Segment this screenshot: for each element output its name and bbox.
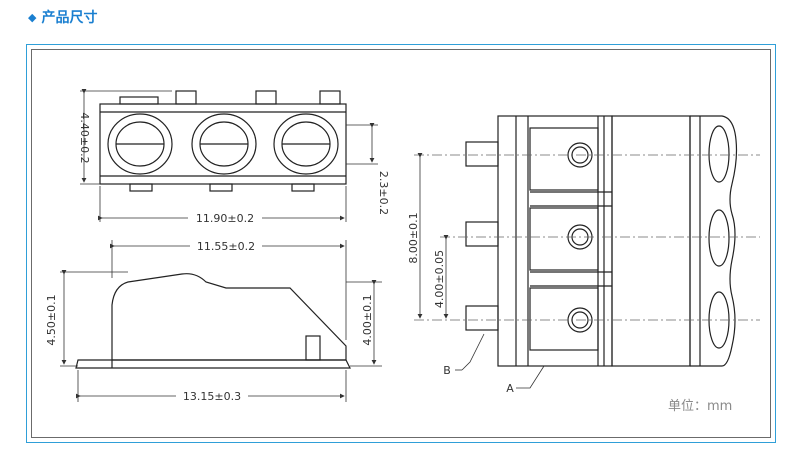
- screw-hole-1: [107, 113, 173, 175]
- dim-top-width: 11.90±0.2: [196, 212, 254, 225]
- dim-right-pitch: 4.00±0.05: [433, 250, 446, 308]
- screw-hole-2: [191, 113, 257, 175]
- section-title: 产品尺寸: [41, 10, 98, 26]
- label-b: B: [443, 364, 451, 377]
- top-view: [99, 90, 347, 192]
- dim-right-pitch-total: 8.00±0.1: [407, 212, 420, 263]
- dim-side-right-height: 4.00±0.1: [361, 294, 374, 345]
- drawing-inner-border: [31, 49, 771, 438]
- screw-hole-3: [273, 113, 339, 175]
- drawing-frame: [26, 44, 776, 443]
- dim-side-top-width: 11.55±0.2: [197, 240, 255, 253]
- dim-top-side: 2.3±0.2: [377, 171, 390, 215]
- dim-side-left-height: 4.50±0.1: [45, 294, 58, 345]
- unit-label: 单位：mm: [668, 399, 732, 414]
- dim-top-height: 4.40±0.2: [78, 112, 91, 163]
- dim-side-bottom-width: 13.15±0.3: [183, 390, 241, 403]
- label-a: A: [506, 382, 514, 395]
- side-view: [75, 273, 351, 369]
- section-header: ◆ 产品尺寸: [28, 6, 97, 28]
- diamond-bullet-icon: ◆: [28, 10, 37, 24]
- right-view: [465, 115, 738, 367]
